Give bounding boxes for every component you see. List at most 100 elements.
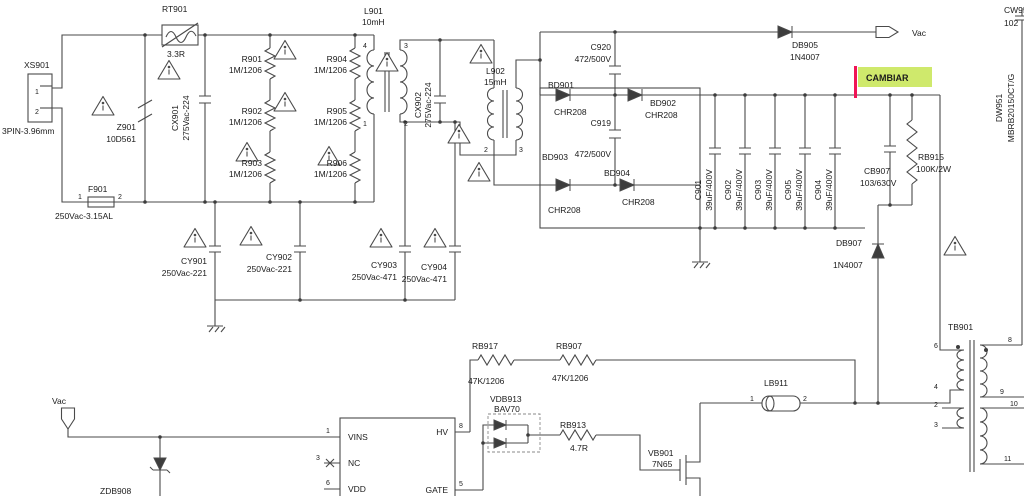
- cy902-value: 250Vac-221: [247, 264, 292, 274]
- cy904-ref: CY904: [421, 262, 447, 272]
- capacitor-symbol-cy904: [449, 245, 461, 253]
- l901-ref: L901: [364, 6, 383, 16]
- bd904-ref: BD904: [604, 168, 630, 178]
- ground-symbol-bridge: [691, 261, 711, 269]
- tb901-pin9: 9: [1000, 389, 1004, 396]
- ground-symbol-left: [206, 325, 226, 333]
- r903-ref: R903: [242, 158, 263, 168]
- r902-value: 1M/1206: [229, 117, 262, 127]
- mosfet-symbol-vb901: [678, 455, 687, 485]
- resistor-symbol-rb917: [477, 353, 515, 367]
- tb901-pin11: 11: [1004, 456, 1011, 463]
- capacitor-symbol-c901: [709, 147, 721, 155]
- cy903-value: 250Vac-471: [352, 272, 397, 282]
- diode-symbol-bd902: [627, 88, 644, 102]
- dw951-value: MBRB20150CT/G: [1006, 74, 1016, 143]
- cx902-value: 275Vac-224: [423, 82, 433, 127]
- resistor-symbol-r902: [263, 99, 277, 132]
- l901-value: 10mH: [362, 17, 385, 27]
- l901-pin3: 3: [404, 43, 408, 50]
- ic-pin-num-6: 6: [326, 480, 330, 487]
- db905-value: 1N4007: [790, 52, 820, 62]
- varistor-symbol-z901: [137, 99, 153, 123]
- ic-pin-nc: NC: [348, 458, 360, 468]
- l902-value: 15mH: [484, 77, 507, 87]
- cy902-ref: CY902: [266, 252, 292, 262]
- capacitor-symbol-cy901: [209, 245, 221, 253]
- lb911-pin2: 2: [803, 396, 807, 403]
- diode-symbol-db907: [871, 242, 885, 259]
- bd903-value: CHR208: [548, 205, 581, 215]
- capacitor-symbol-cx902: [434, 95, 446, 104]
- resistor-symbol-r906: [348, 151, 362, 184]
- r903-value: 1M/1206: [229, 169, 262, 179]
- rb907-value: 47K/1206: [552, 373, 589, 383]
- cb907-ref: CB907: [864, 166, 890, 176]
- c905-value: 39uF/400V: [794, 169, 804, 211]
- tb901-pin3: 3: [934, 422, 938, 429]
- diode-symbol-db905: [777, 25, 794, 39]
- symbols: [27, 15, 1024, 496]
- resistor-symbol-rb907: [559, 353, 597, 367]
- nc-cross-icon: [325, 458, 335, 468]
- vb901-value: 7N65: [652, 459, 673, 469]
- choke-symbol-l902: [486, 87, 524, 141]
- ic-pin-vdd: VDD: [348, 484, 366, 494]
- labels: XS901 3PIN-3.96mm 1 2 F901 1 2 250Vac-3.…: [2, 4, 1024, 496]
- r906-value: 1M/1206: [314, 169, 347, 179]
- tb901-pin6: 6: [934, 343, 938, 350]
- capacitor-symbol-cy903: [399, 245, 411, 253]
- ic-controller-box: [339, 417, 456, 496]
- c904-ref: C904: [813, 180, 823, 201]
- c919-ref: C919: [591, 118, 612, 128]
- rb915-value: 100K/2W: [916, 164, 951, 174]
- wires: [52, 8, 1024, 496]
- warning-icon: [943, 235, 967, 256]
- l901-pin1: 1: [363, 121, 367, 128]
- vdb913-ref: VDB913: [490, 394, 522, 404]
- r901-value: 1M/1206: [229, 65, 262, 75]
- capacitor-symbol-cy902: [294, 245, 306, 253]
- vac-in-label: Vac: [52, 396, 67, 406]
- l901-pin2: 2: [404, 121, 408, 128]
- lb911-pin1: 1: [750, 396, 754, 403]
- diode-symbol-bd901: [555, 88, 572, 102]
- warning-icon: [183, 227, 207, 248]
- junction-dots: [143, 30, 914, 445]
- warning-icon: [91, 95, 115, 116]
- l902-pin3: 3: [519, 147, 523, 154]
- warning-icon: [273, 91, 297, 112]
- warning-icon: [469, 43, 493, 64]
- capacitor-symbol-c919: [609, 129, 621, 139]
- cy901-ref: CY901: [181, 256, 207, 266]
- diode-symbol-bd904: [619, 178, 636, 192]
- warning-icon: [375, 51, 399, 72]
- vac-out-label: Vac: [912, 28, 927, 38]
- c920-value: 472/500V: [575, 54, 612, 64]
- bd904-value: CHR208: [622, 197, 655, 207]
- vac-out-arrow: [875, 25, 900, 39]
- z901-ref: Z901: [117, 122, 137, 132]
- db905-ref: DB905: [792, 40, 818, 50]
- c904-value: 39uF/400V: [824, 169, 834, 211]
- zener-symbol-zdb908: [149, 457, 171, 474]
- c902-value: 39uF/400V: [734, 169, 744, 211]
- z901-value: 10D561: [106, 134, 136, 144]
- resistor-symbol-rb913: [559, 428, 597, 442]
- resistor-symbol-r901: [263, 47, 277, 80]
- l901-pin4: 4: [363, 43, 367, 50]
- c901-ref: C901: [693, 180, 703, 201]
- capacitor-symbol-c903: [769, 147, 781, 155]
- rb915-ref: RB915: [918, 152, 944, 162]
- dw951-ref: DW951: [994, 94, 1004, 123]
- tb901-pin2: 2: [934, 402, 938, 409]
- bd902-ref: BD902: [650, 98, 676, 108]
- cw951-ref: CW951: [1004, 5, 1024, 15]
- ic-pin-num-3: 3: [316, 455, 320, 462]
- c903-ref: C903: [753, 180, 763, 201]
- f901-ref: F901: [88, 184, 108, 194]
- transformer-symbol-tb901: [956, 340, 988, 472]
- rb917-value: 47K/1206: [468, 376, 505, 386]
- fuse-symbol-f901: [87, 196, 115, 208]
